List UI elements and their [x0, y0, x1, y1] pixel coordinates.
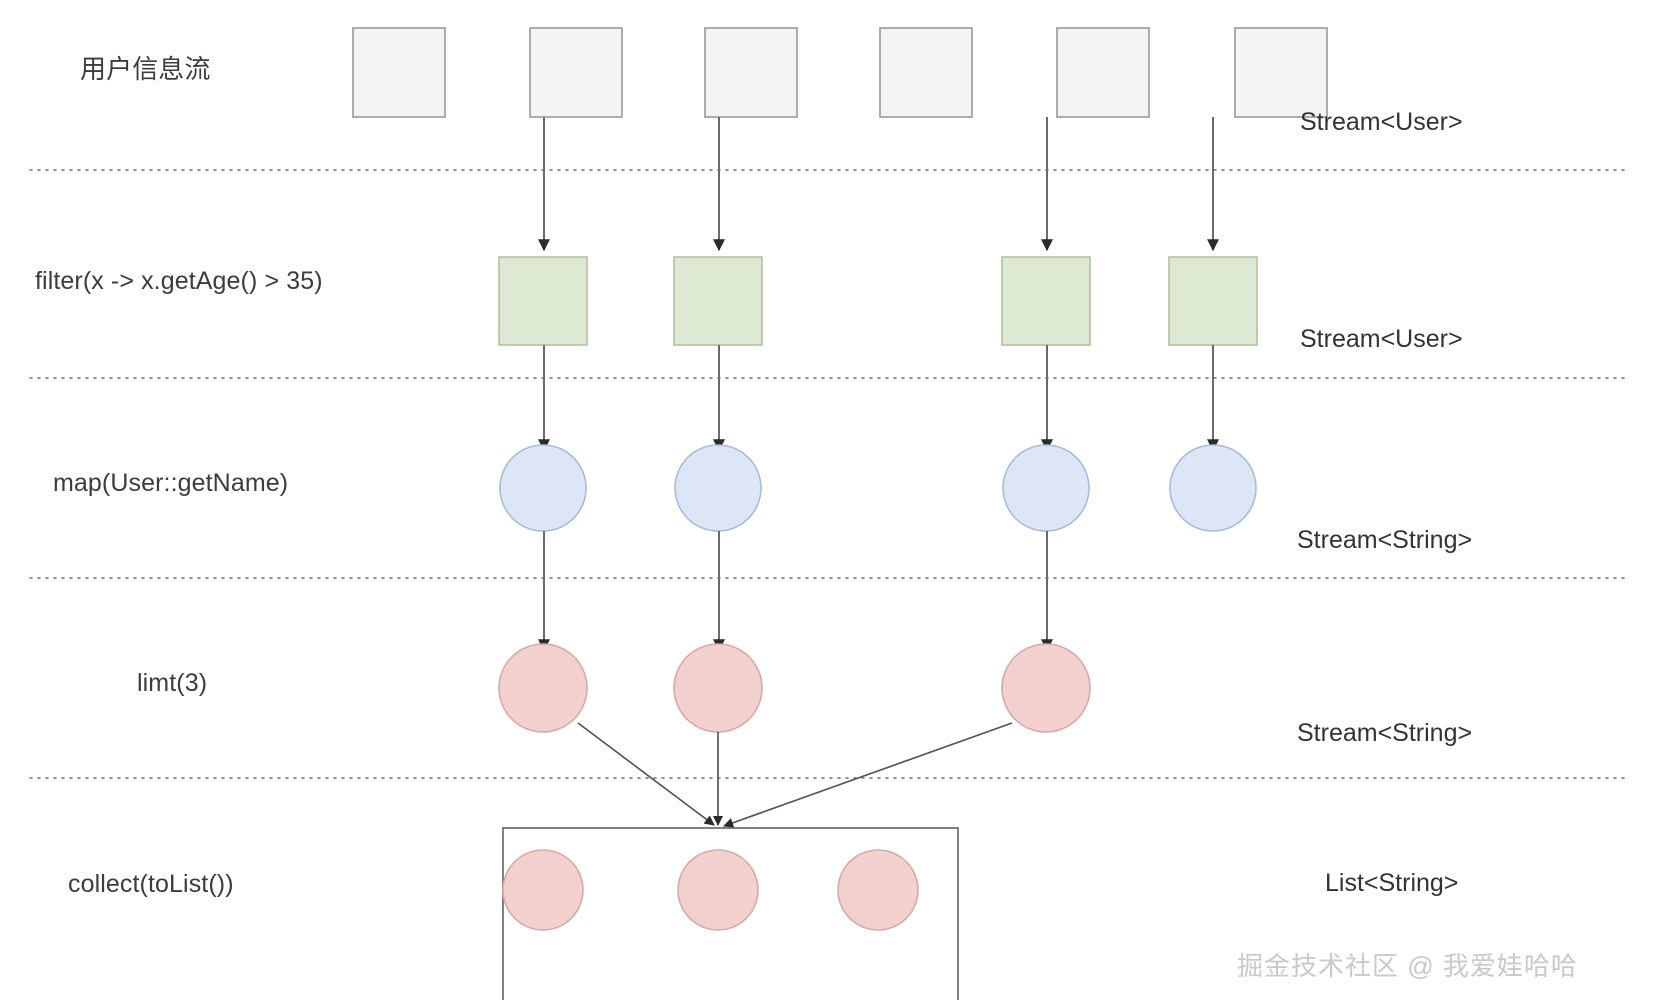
stage-source-elements — [352, 27, 1328, 118]
arrows-source-to-filter — [538, 117, 1219, 252]
stage-label-limit: limt(3) — [137, 669, 208, 697]
user-element-square — [352, 27, 446, 118]
collected-element-circle — [677, 849, 759, 931]
mapped-element-circle — [1002, 444, 1090, 532]
collect-converging-arrow — [577, 722, 715, 826]
collected-element-circle — [837, 849, 919, 931]
mapped-element-circle — [674, 444, 762, 532]
stage-limit-elements — [498, 643, 1091, 733]
arrows-map-to-limit — [538, 531, 1053, 652]
user-element-square — [704, 27, 798, 118]
user-element-square — [1234, 27, 1328, 118]
stage-separators — [29, 169, 1631, 779]
filtered-element-square — [1001, 256, 1091, 346]
filtered-element-square — [673, 256, 763, 346]
user-element-square — [529, 27, 623, 118]
stage-map-elements — [499, 444, 1257, 532]
type-label-limit: Stream<String> — [1297, 719, 1473, 747]
stage-label-collect: collect(toList()) — [68, 870, 234, 898]
limited-element-circle — [1001, 643, 1091, 733]
stage-label-filter: filter(x -> x.getAge() > 35) — [35, 267, 323, 295]
mapped-element-circle — [499, 444, 587, 532]
user-element-square — [1056, 27, 1150, 118]
limited-element-circle — [673, 643, 763, 733]
collected-element-circle — [502, 849, 584, 931]
filtered-element-square — [498, 256, 588, 346]
stage-label-source: 用户信息流 — [80, 54, 211, 84]
stage-label-map: map(User::getName) — [53, 469, 289, 497]
type-label-filter: Stream<User> — [1300, 325, 1463, 353]
stage-filter-elements — [498, 256, 1258, 346]
type-label-collect: List<String> — [1325, 869, 1459, 897]
filtered-element-square — [1168, 256, 1258, 346]
stage-collect-group — [502, 827, 959, 1000]
arrows-filter-to-map — [538, 345, 1219, 452]
limited-element-circle — [498, 643, 588, 733]
type-label-source: Stream<User> — [1300, 108, 1463, 136]
user-element-square — [879, 27, 973, 118]
type-label-map: Stream<String> — [1297, 526, 1473, 554]
collect-converging-arrow — [723, 722, 1013, 828]
watermark-text: 掘金技术社区 @ 我爱娃哈哈 — [1237, 951, 1578, 981]
mapped-element-circle — [1169, 444, 1257, 532]
collect-list-box — [502, 827, 959, 1000]
arrows-limit-to-collect — [577, 722, 1013, 828]
